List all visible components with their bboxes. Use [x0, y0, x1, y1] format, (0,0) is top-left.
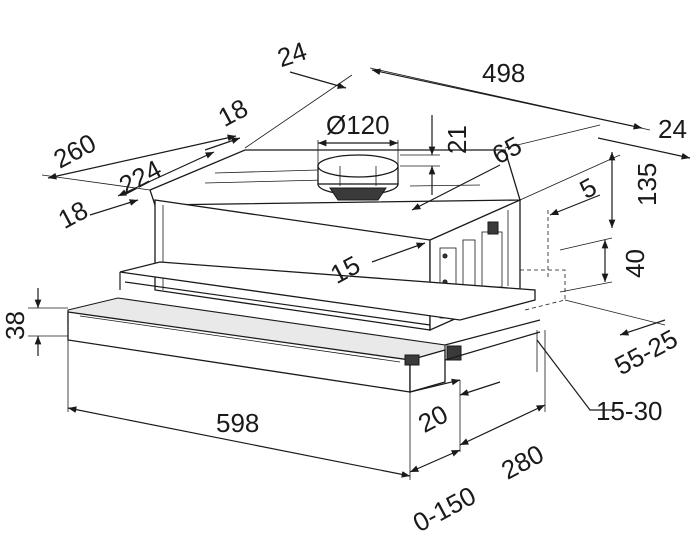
dim-24-right: 24: [658, 114, 687, 144]
exhaust-collar: [317, 154, 399, 201]
dim-135: 135: [632, 163, 662, 206]
dim-38: 38: [0, 311, 30, 340]
dim-40: 40: [620, 249, 650, 278]
hood-body: [67, 149, 566, 393]
dim-0-150: 0-150: [408, 480, 481, 538]
dim-15-30: 15-30: [596, 396, 663, 426]
dim-120: Ø120: [326, 110, 390, 140]
dim-5: 5: [575, 172, 602, 205]
dim-280: 280: [496, 439, 548, 486]
dim-18-lower: 18: [53, 195, 93, 235]
frame-rail: [119, 261, 536, 321]
dim-20: 20: [413, 399, 453, 439]
dim-18-upper: 18: [213, 93, 253, 133]
dimension-lines: [28, 67, 691, 480]
dim-498: 498: [482, 58, 525, 88]
control-button: [404, 354, 420, 366]
dim-24-top: 24: [274, 36, 311, 73]
dim-260: 260: [48, 127, 100, 174]
dim-21: 21: [442, 125, 472, 154]
dim-598: 598: [216, 408, 259, 438]
dim-55-25: 55-25: [610, 323, 683, 381]
